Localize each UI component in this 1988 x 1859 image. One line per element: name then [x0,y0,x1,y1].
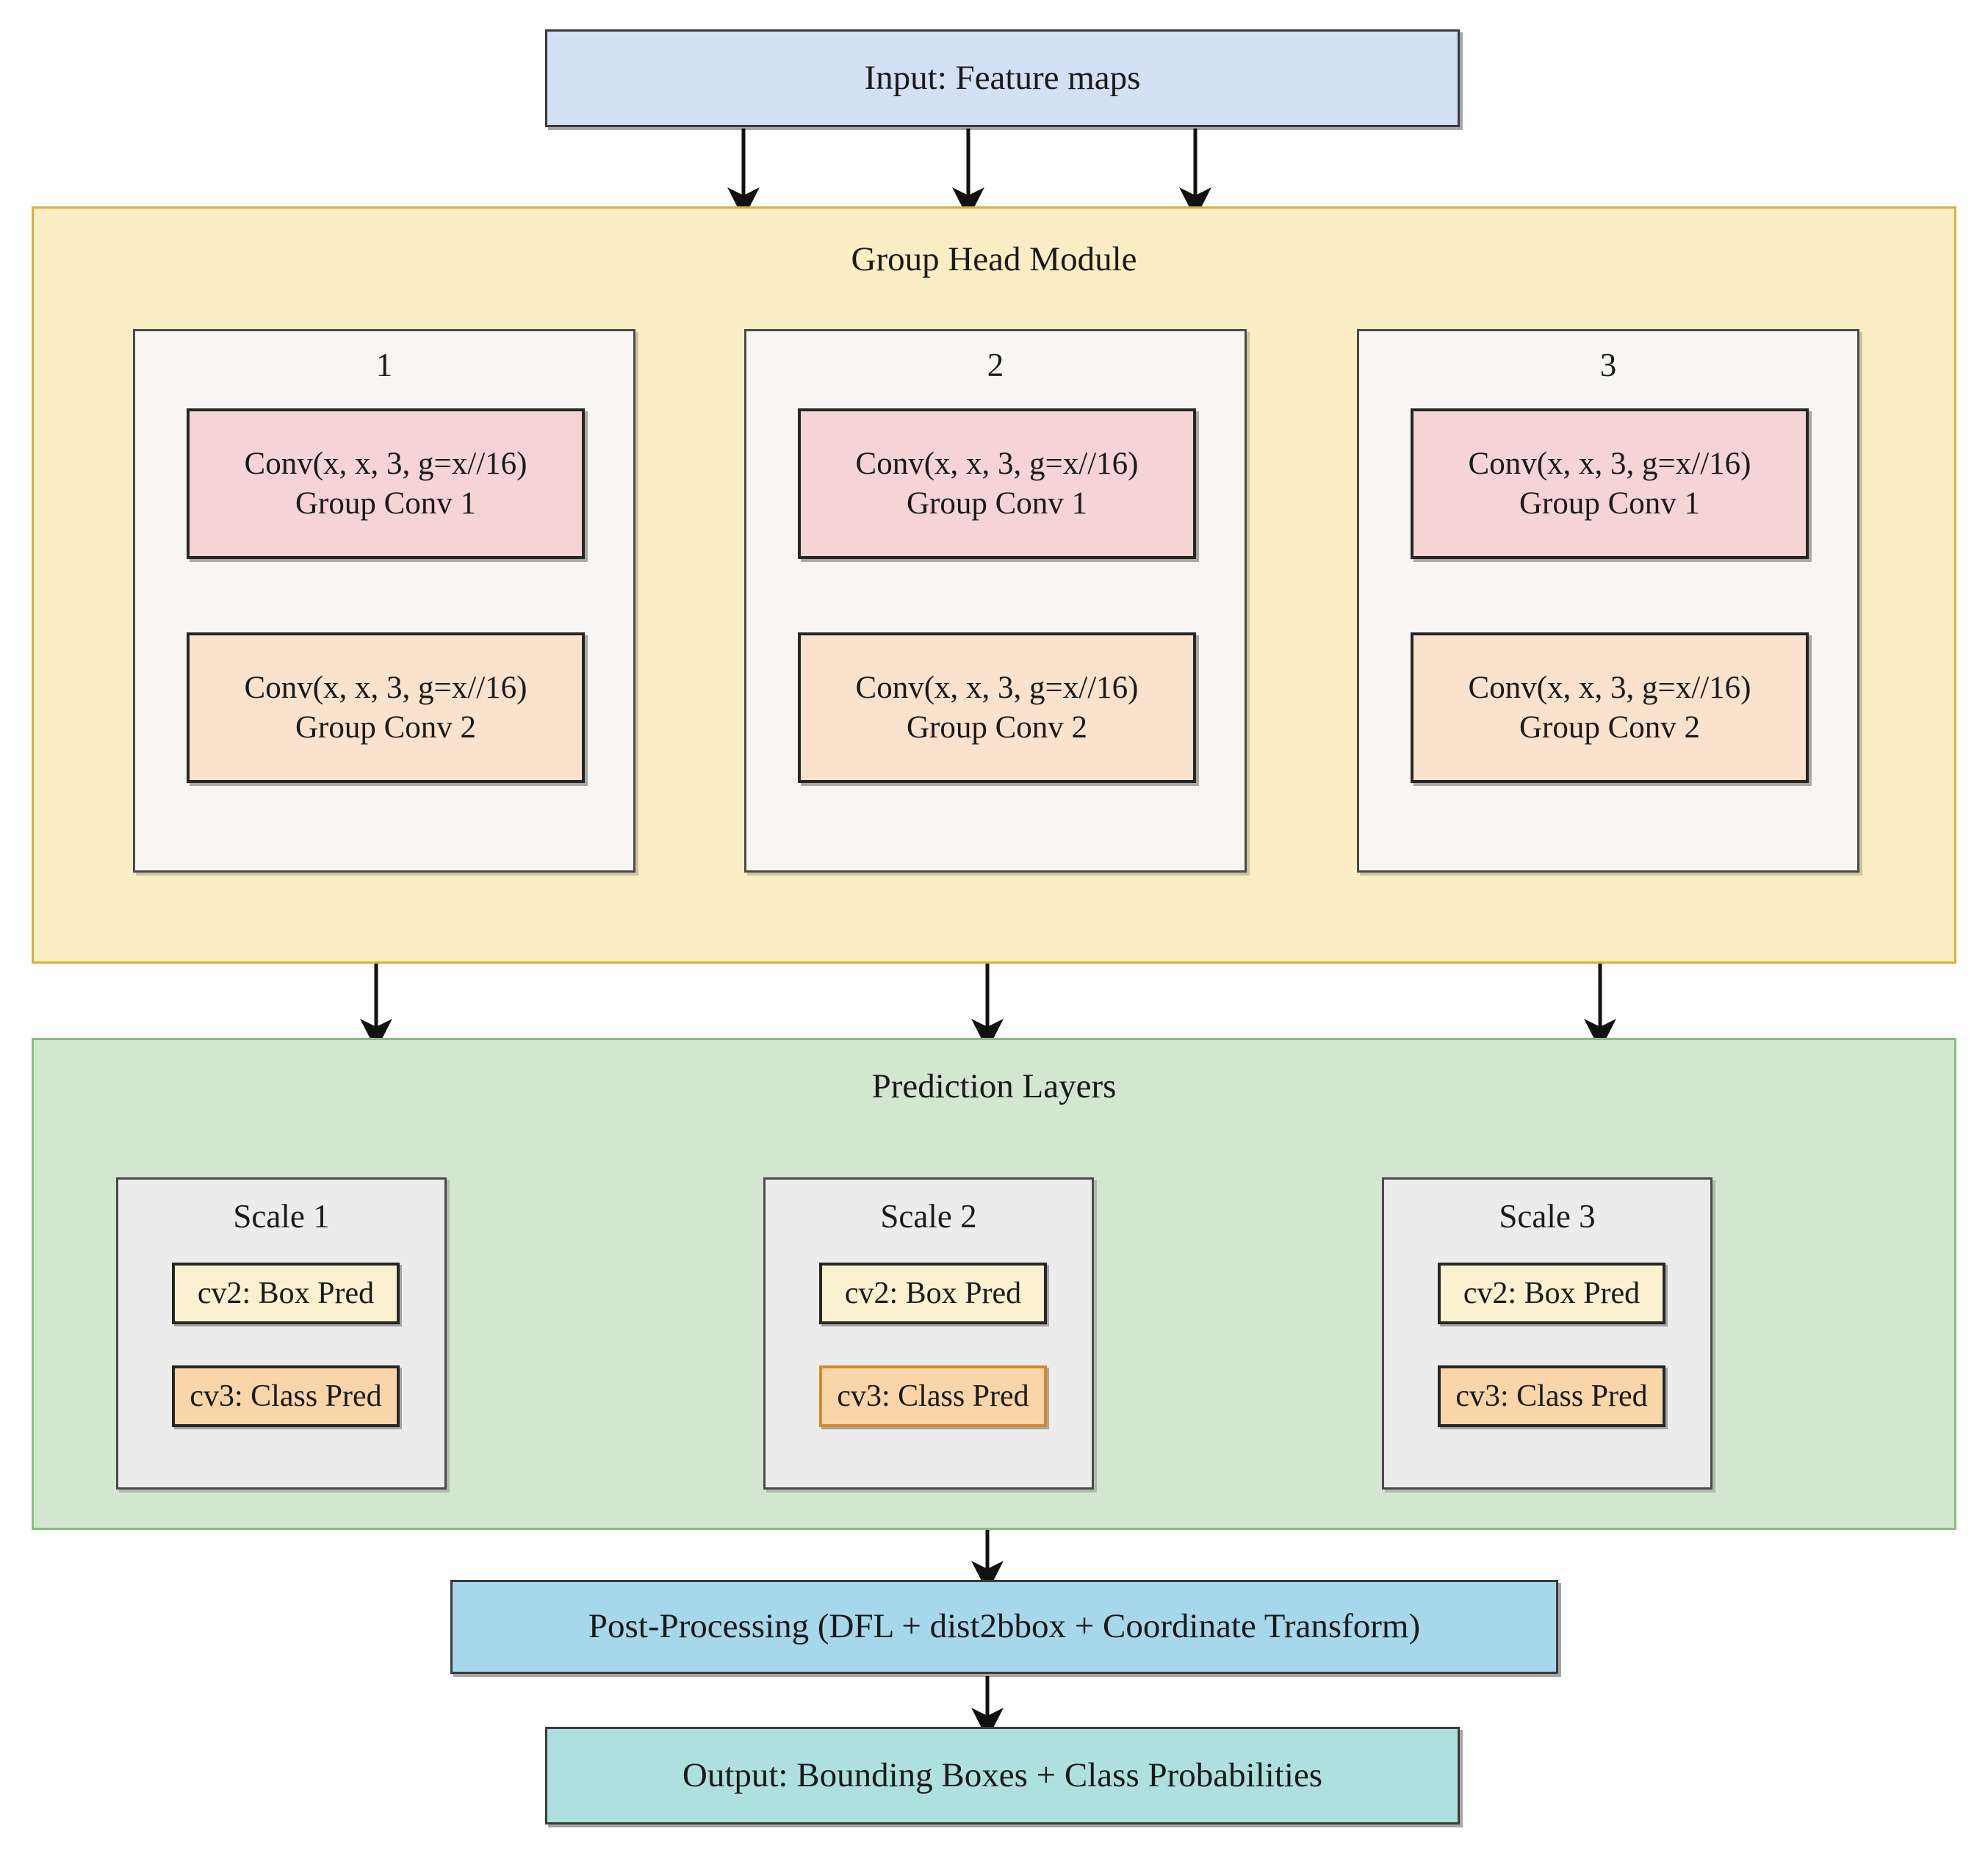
group-3-conv-1-box: Conv(x, x, 3, g=x//16) Group Conv 1 [1411,408,1809,559]
scale-panel-2-title: Scale 2 [880,1198,977,1235]
group-2-conv-1-box: Conv(x, x, 3, g=x//16) Group Conv 1 [798,408,1196,559]
output-box: Output: Bounding Boxes + Class Probabili… [545,1727,1460,1824]
scale-2-class-pred-label: cv3: Class Pred [837,1379,1029,1413]
scale-panel-3-title: Scale 3 [1499,1198,1596,1235]
group-3-conv-2-box: Conv(x, x, 3, g=x//16) Group Conv 2 [1411,632,1809,783]
scale-panel-1-title: Scale 1 [233,1198,330,1235]
scale-3-class-pred-label: cv3: Class Pred [1455,1379,1648,1413]
group-1-conv-1-box: Conv(x, x, 3, g=x//16) Group Conv 1 [187,408,585,559]
scale-panel-2: Scale 2 cv2: Box Pred cv3: Class Pred [763,1177,1094,1490]
prediction-layers-title: Prediction Layers [871,1067,1117,1105]
group-1-conv-1-line2: Group Conv 1 [295,485,477,521]
scale-1-box-pred-label: cv2: Box Pred [197,1277,375,1310]
group-3-conv-1-line2: Group Conv 1 [1519,485,1701,521]
group-2-conv-2-box: Conv(x, x, 3, g=x//16) Group Conv 2 [798,632,1196,783]
group-3-conv-1-line1: Conv(x, x, 3, g=x//16) [1468,446,1751,481]
prediction-layers-container: Prediction Layers Scale 1 cv2: Box Pred … [32,1038,1956,1530]
group-1-conv-2-box: Conv(x, x, 3, g=x//16) Group Conv 2 [187,632,585,783]
group-panel-3-index: 3 [1599,347,1617,383]
group-panel-1-index: 1 [375,347,393,383]
output-label: Output: Bounding Boxes + Class Probabili… [682,1755,1323,1794]
group-1-conv-2-line2: Group Conv 2 [295,710,477,745]
scale-panel-3: Scale 3 cv2: Box Pred cv3: Class Pred [1382,1177,1713,1490]
scale-1-box-pred: cv2: Box Pred [172,1263,400,1324]
group-head-module-container: Group Head Module 1 Conv(x, x, 3, g=x//1… [32,206,1956,964]
scale-1-class-pred: cv3: Class Pred [172,1365,400,1427]
scale-3-class-pred: cv3: Class Pred [1438,1365,1665,1427]
post-processing-box: Post-Processing (DFL + dist2bbox + Coord… [450,1580,1558,1674]
group-2-conv-1-line2: Group Conv 1 [906,485,1088,521]
group-2-conv-1-line1: Conv(x, x, 3, g=x//16) [855,446,1139,481]
group-panel-2-index: 2 [987,347,1004,383]
scale-2-box-pred: cv2: Box Pred [819,1263,1047,1324]
group-head-module-title: Group Head Module [851,240,1137,278]
group-2-conv-2-line2: Group Conv 2 [906,710,1088,745]
group-panel-1: 1 Conv(x, x, 3, g=x//16) Group Conv 1 Co… [133,329,635,873]
input-feature-maps-box: Input: Feature maps [545,29,1460,127]
group-2-conv-2-line1: Conv(x, x, 3, g=x//16) [855,670,1139,705]
group-1-conv-1-line1: Conv(x, x, 3, g=x//16) [244,446,527,481]
scale-panel-1: Scale 1 cv2: Box Pred cv3: Class Pred [116,1177,447,1490]
scale-1-class-pred-label: cv3: Class Pred [190,1379,382,1413]
scale-2-box-pred-label: cv2: Box Pred [844,1277,1022,1310]
scale-2-class-pred: cv3: Class Pred [819,1365,1047,1427]
group-1-conv-2-line1: Conv(x, x, 3, g=x//16) [244,670,527,705]
group-panel-2: 2 Conv(x, x, 3, g=x//16) Group Conv 1 Co… [744,329,1247,873]
scale-3-box-pred: cv2: Box Pred [1438,1263,1665,1324]
scale-3-box-pred-label: cv2: Box Pred [1463,1277,1641,1310]
group-3-conv-2-line1: Conv(x, x, 3, g=x//16) [1468,670,1751,705]
group-panel-3: 3 Conv(x, x, 3, g=x//16) Group Conv 1 Co… [1357,329,1859,873]
post-processing-label: Post-Processing (DFL + dist2bbox + Coord… [588,1607,1421,1646]
group-3-conv-2-line2: Group Conv 2 [1519,710,1701,745]
input-label: Input: Feature maps [864,58,1141,97]
